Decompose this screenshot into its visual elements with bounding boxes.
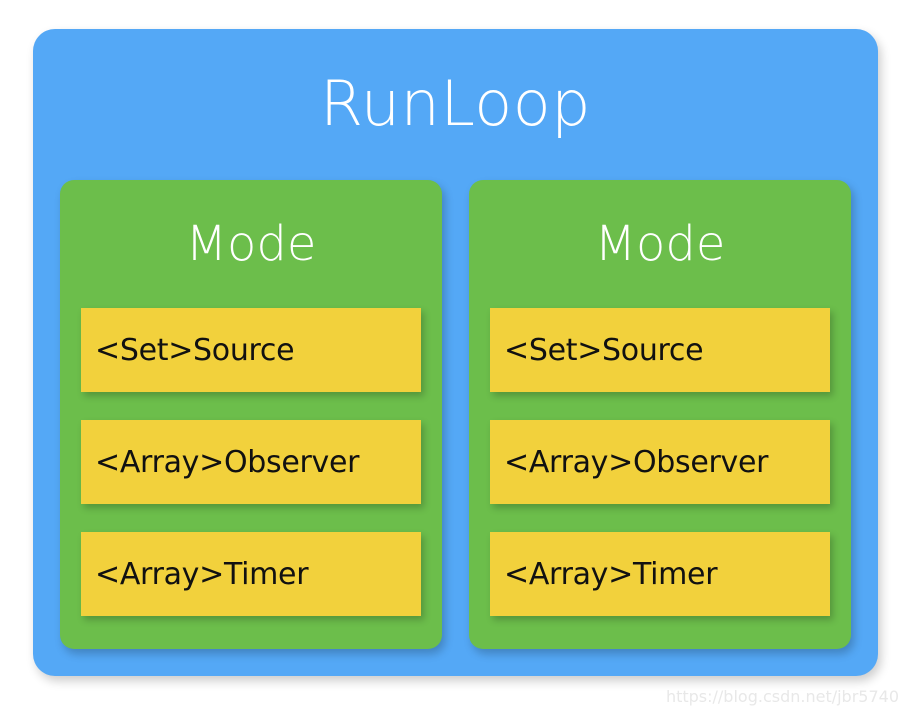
mode-panel-row: Mode <Set>Source <Array>Observer <Array>…: [60, 180, 851, 649]
mode-item-timer: <Array>Timer: [490, 532, 830, 616]
mode-item-source-label: <Set>Source: [504, 332, 704, 368]
mode-panel-2-title: Mode: [594, 216, 726, 272]
mode-panel-2-items: <Set>Source <Array>Observer <Array>Timer: [490, 308, 830, 649]
mode-item-timer-label: <Array>Timer: [95, 556, 309, 592]
mode-item-timer-label: <Array>Timer: [504, 556, 718, 592]
mode-item-timer: <Array>Timer: [81, 532, 421, 616]
mode-item-observer: <Array>Observer: [490, 420, 830, 504]
mode-panel-2: Mode <Set>Source <Array>Observer <Array>…: [469, 180, 851, 649]
mode-item-observer: <Array>Observer: [81, 420, 421, 504]
watermark: https://blog.csdn.net/jbr5740: [665, 687, 899, 706]
mode-panel-1-title: Mode: [185, 216, 317, 272]
mode-panel-1: Mode <Set>Source <Array>Observer <Array>…: [60, 180, 442, 649]
mode-item-source-label: <Set>Source: [95, 332, 295, 368]
mode-item-source: <Set>Source: [81, 308, 421, 392]
runloop-title: RunLoop: [319, 67, 592, 140]
mode-item-source: <Set>Source: [490, 308, 830, 392]
mode-item-observer-label: <Array>Observer: [95, 444, 360, 480]
mode-panel-1-items: <Set>Source <Array>Observer <Array>Timer: [81, 308, 421, 649]
runloop-container: RunLoop Mode <Set>Source <Array>Observer…: [33, 29, 878, 676]
mode-item-observer-label: <Array>Observer: [504, 444, 769, 480]
